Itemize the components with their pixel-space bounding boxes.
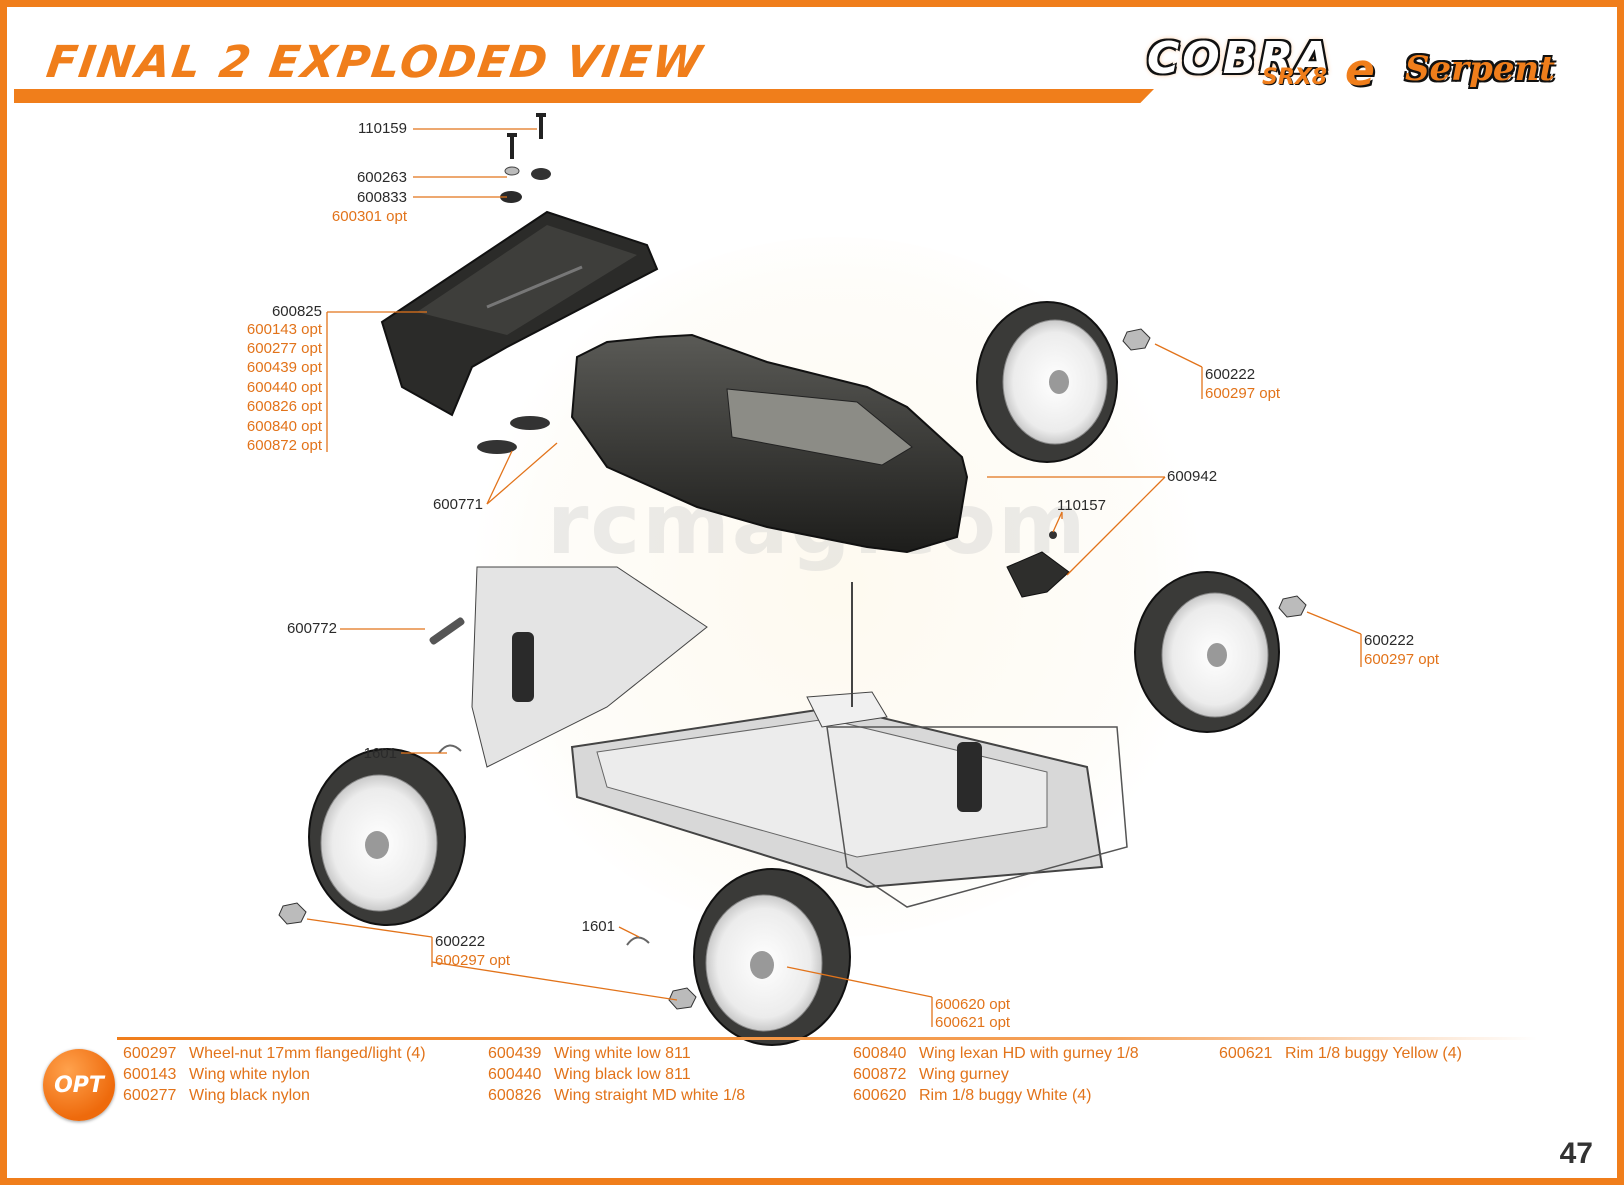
cobra-logo: COBRA xyxy=(1147,33,1334,84)
small-parts xyxy=(278,328,1307,1010)
callout-600222-top: 600222 xyxy=(1205,366,1256,383)
callout-110159: 110159 xyxy=(358,120,407,137)
title-underline-bar xyxy=(14,89,1154,103)
callout-600301-opt: 600301 opt xyxy=(331,208,407,225)
callout-600621-opt: 600621 opt xyxy=(935,1014,1011,1031)
callout-1601-front: 1601 xyxy=(581,918,615,935)
callout-600222-bottom: 600222 xyxy=(435,933,486,950)
callout-leaders xyxy=(306,128,1362,1027)
wing-screws xyxy=(500,113,551,203)
wheel-bottom-center xyxy=(693,868,851,1046)
callout-600297-top: 600297 opt xyxy=(1205,385,1281,402)
callout-600833: 600833 xyxy=(356,189,407,206)
callout-600872-opt: 600872 opt xyxy=(246,437,322,454)
callout-110157: 110157 xyxy=(1057,497,1106,514)
callout-600942: 600942 xyxy=(1167,468,1218,485)
callout-1601-rear: 1601 xyxy=(363,745,397,762)
callout-600620-opt: 600620 opt xyxy=(935,996,1011,1013)
callout-600440-opt: 600440 opt xyxy=(246,379,322,396)
exploded-view-diagram xyxy=(278,113,1362,1046)
serpent-logo: Serpent xyxy=(1405,49,1555,89)
body-shell xyxy=(570,333,969,554)
callout-600840-opt: 600840 opt xyxy=(246,418,322,435)
options-divider xyxy=(117,1037,1537,1040)
callout-600297-bottom: 600297 opt xyxy=(435,952,511,969)
opt-badge: OPT xyxy=(43,1049,115,1121)
callout-600826-opt: 600826 opt xyxy=(246,398,322,415)
callout-600772: 600772 xyxy=(286,620,337,637)
chassis xyxy=(471,566,1128,908)
callout-600222-mid: 600222 xyxy=(1364,632,1415,649)
body-mount-600942 xyxy=(1006,551,1070,598)
callout-600143-opt: 600143 opt xyxy=(246,321,322,338)
page-number: 47 xyxy=(1559,1137,1593,1170)
callout-600439-opt: 600439 opt xyxy=(246,359,322,376)
callout-600277-opt: 600277 opt xyxy=(246,340,322,357)
wheel-mid-right xyxy=(1134,571,1280,733)
callout-600297-mid: 600297 opt xyxy=(1364,651,1440,668)
callout-600825: 600825 xyxy=(271,303,322,320)
rear-wing xyxy=(380,210,659,454)
wheel-top-right xyxy=(976,301,1118,463)
srx8-logo: SRX8 xyxy=(1262,65,1328,90)
wheel-bottom-left xyxy=(308,748,466,926)
callout-600771: 600771 xyxy=(432,496,483,513)
e-logo: e xyxy=(1345,45,1375,96)
callout-600263: 600263 xyxy=(356,169,407,186)
